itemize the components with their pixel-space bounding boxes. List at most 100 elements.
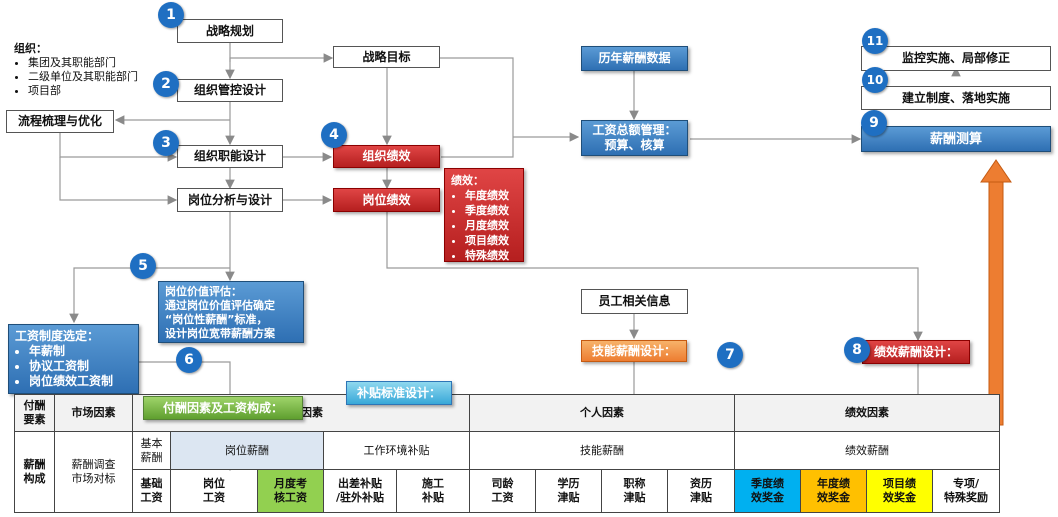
org-note: 组织： 集团及其职能部门 二级单位及其职能部门 项目部 xyxy=(14,42,164,98)
total-wage-line: 预算、核算 xyxy=(604,138,665,152)
cell-text: 施工 xyxy=(422,477,444,490)
base-wage-cell: 基础工资 xyxy=(132,469,171,513)
org-control-box[interactable]: 组织管控设计 xyxy=(177,79,283,102)
step-badge-4: 4 xyxy=(321,122,347,148)
cell-text: 职称 xyxy=(623,477,646,490)
perf-panel: 绩效： 年度绩效 季度绩效 月度绩效 项目绩效 特殊绩效 xyxy=(444,168,524,262)
perf-panel-title: 绩效： xyxy=(451,174,484,187)
cell-text: 薪酬 xyxy=(140,450,163,464)
perf-item: 特殊绩效 xyxy=(465,248,517,263)
cell-text: 薪酬 xyxy=(23,458,46,471)
org-note-item: 集团及其职能部门 xyxy=(28,56,164,70)
salary-calc-box[interactable]: 薪酬测算 xyxy=(861,126,1051,152)
cell-text: 工资 xyxy=(491,491,514,504)
annual-bonus-cell: 年度绩效奖金 xyxy=(800,469,867,513)
step-badge-11: 11 xyxy=(862,28,888,54)
position-perf-box[interactable]: 岗位绩效 xyxy=(333,188,440,212)
pay-factors-box[interactable]: 付酬因素及工资构成： xyxy=(143,396,303,420)
step-badge-9: 9 xyxy=(861,110,887,136)
step-badge-10: 10 xyxy=(862,67,888,93)
cell-text: 付酬 xyxy=(23,399,46,412)
cell-text: 核工资 xyxy=(274,491,307,504)
travel-subsidy-cell: 出差补贴/驻外补贴 xyxy=(323,469,397,513)
cell-text: 补贴 xyxy=(422,491,444,504)
seniority-wage-cell: 司龄工资 xyxy=(469,469,536,513)
strategy-plan-box[interactable]: 战略规划 xyxy=(177,19,283,43)
quarterly-bonus-cell: 季度绩效奖金 xyxy=(734,469,801,513)
upward-arrow-head xyxy=(980,159,1012,183)
step-badge-6: 6 xyxy=(176,347,202,373)
env-subsidy-cell: 工作环境补贴 xyxy=(323,431,470,470)
org-perf-box[interactable]: 组织绩效 xyxy=(333,145,440,168)
project-bonus-cell: 项目绩效奖金 xyxy=(866,469,933,513)
education-allowance-cell: 学历津贴 xyxy=(535,469,602,513)
eval-line: 通过岗位价值评估确定 xyxy=(165,299,275,312)
cell-text: 构成 xyxy=(23,472,46,485)
perf-item: 季度绩效 xyxy=(465,203,517,218)
org-function-box[interactable]: 组织职能设计 xyxy=(177,145,283,168)
step-badge-8: 8 xyxy=(844,337,870,363)
position-design-box[interactable]: 岗位分析与设计 xyxy=(177,188,283,212)
establish-box[interactable]: 建立制度、落地实施 xyxy=(861,86,1051,110)
cell-text: 要素 xyxy=(23,413,46,426)
cell-text: 学历 xyxy=(557,477,580,490)
table-row1-head: 付酬 要素 xyxy=(14,394,55,432)
total-wage-line: 工资总额管理： xyxy=(592,123,677,137)
construction-subsidy-cell: 施工补贴 xyxy=(396,469,470,513)
table-row2-head: 薪酬 构成 xyxy=(14,431,55,513)
eval-line: “岗位性薪酬”标准， xyxy=(165,313,268,326)
step-badge-2: 2 xyxy=(153,71,179,97)
perf-item: 年度绩效 xyxy=(465,188,517,203)
perf-pay-design-box[interactable]: 绩效薪酬设计： xyxy=(862,340,970,364)
upward-arrow-shaft xyxy=(988,179,1004,426)
cell-text: /驻外补贴 xyxy=(335,491,385,504)
personal-factor-cell: 个人因素 xyxy=(469,394,735,432)
perf-factor-cell: 绩效因素 xyxy=(734,394,1000,432)
perf-item: 项目绩效 xyxy=(465,233,517,248)
base-pay-head-cell: 基本 薪酬 xyxy=(132,431,171,470)
cell-text: 年度绩 xyxy=(817,477,850,490)
perf-item: 月度绩效 xyxy=(465,218,517,233)
step-badge-5: 5 xyxy=(130,253,156,279)
cell-text: 专项/ xyxy=(952,477,980,490)
wage-item: 协议工资制 xyxy=(29,359,132,374)
cell-text: 项目绩 xyxy=(883,477,916,490)
step-badge-7: 7 xyxy=(717,342,743,368)
monitor-box[interactable]: 监控实施、局部修正 xyxy=(861,46,1051,71)
cell-text: 特殊奖励 xyxy=(944,491,988,504)
market-survey-cell: 薪酬调查 市场对标 xyxy=(54,431,133,513)
skill-pay-cell: 技能薪酬 xyxy=(469,431,735,470)
org-note-item: 项目部 xyxy=(28,84,164,98)
qualification-allowance-cell: 资历津贴 xyxy=(667,469,735,513)
cell-text: 效奖金 xyxy=(751,491,784,504)
eval-line: 设计岗位宽带薪酬方案 xyxy=(165,327,275,340)
subsidy-standard-box[interactable]: 补贴标准设计： xyxy=(346,381,452,405)
strategy-goal-box[interactable]: 战略目标 xyxy=(333,46,440,68)
cell-text: 月度考 xyxy=(274,477,307,490)
wage-panel-title: 工资制度选定： xyxy=(15,329,100,343)
process-box[interactable]: 流程梳理与优化 xyxy=(6,110,114,133)
org-note-title: 组织： xyxy=(14,42,47,55)
cell-text: 工资 xyxy=(140,491,163,504)
salary-history-box[interactable]: 历年薪酬数据 xyxy=(581,46,688,71)
wage-system-panel: 工资制度选定： 年薪制 协议工资制 岗位绩效工资制 xyxy=(8,324,139,394)
cell-text: 薪酬调查 xyxy=(71,458,116,471)
position-pay-cell: 岗位薪酬 xyxy=(170,431,324,470)
eval-line: 岗位价值评估： xyxy=(165,285,242,298)
total-wage-box[interactable]: 工资总额管理： 预算、核算 xyxy=(581,120,688,156)
monthly-wage-cell: 月度考核工资 xyxy=(257,469,324,513)
step-badge-1: 1 xyxy=(158,2,184,28)
cell-text: 基础 xyxy=(140,477,163,490)
cell-text: 市场对标 xyxy=(71,472,116,485)
step-badge-3: 3 xyxy=(153,130,179,156)
skill-pay-design-box[interactable]: 技能薪酬设计： xyxy=(581,340,687,362)
cell-text: 津贴 xyxy=(690,491,712,504)
cell-text: 津贴 xyxy=(623,491,646,504)
cell-text: 司龄 xyxy=(491,477,514,490)
employee-info-box[interactable]: 员工相关信息 xyxy=(581,289,688,314)
market-factor-cell: 市场因素 xyxy=(54,394,133,432)
title-allowance-cell: 职称津贴 xyxy=(601,469,668,513)
cell-text: 津贴 xyxy=(557,491,580,504)
wage-item: 年薪制 xyxy=(29,344,132,359)
org-note-item: 二级单位及其职能部门 xyxy=(28,70,164,84)
